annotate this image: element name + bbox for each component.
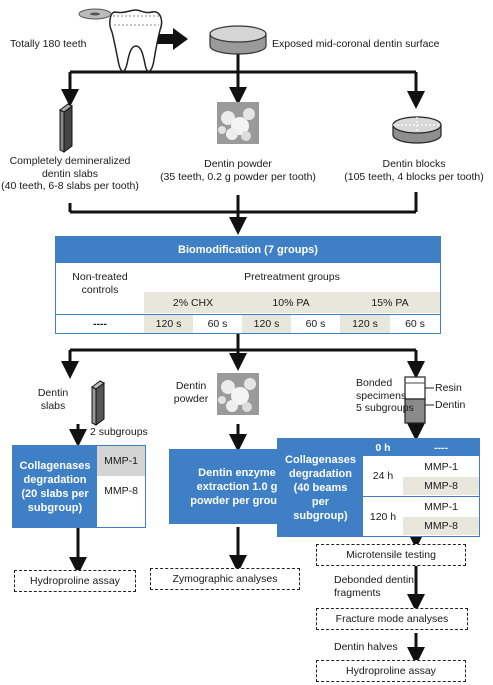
t24-mmp1: MMP-1 [424,461,458,473]
control-value: ---- [93,318,107,330]
t0-label: 0 h [375,441,391,454]
blocks-disc-icon [392,116,442,144]
biomodification-title: Biomodification (7 groups) [56,237,440,263]
mmp8-cell: MMP-8 [104,485,138,497]
dentin-label: Dentin [435,399,466,411]
time-cell: 120 s [242,315,291,333]
mmp1-cell: MMP-1 [97,446,145,476]
resin-label: Resin [435,382,462,394]
microtensile-box: Microtensile testing [316,544,466,566]
time-cell: 120 s [340,315,390,333]
slab-icon [59,103,73,153]
agent-chx: 2% CHX [172,296,214,309]
time-cell: 60 s [405,318,425,330]
powder-image [217,102,259,144]
subgroups-label: 2 subgroups [90,426,148,438]
t120-mmp8: MMP-8 [403,517,479,535]
agent-pa15: 15% PA [371,296,409,309]
halves-label: Dentin halves [334,641,398,653]
tooth-icon [78,8,163,72]
powder-image-lower [217,373,259,415]
time-cell: 60 s [207,318,228,330]
t120-label: 120 h [369,510,397,523]
bonded-specimen-icon [404,376,434,424]
hydroxyproline-right-box: Hydroproline assay [316,660,466,682]
time-cell: 120 s [144,315,193,333]
t0-row [363,439,479,456]
agent-pa10: 10% PA [272,296,310,309]
zymographic-box: Zymographic analyses [150,568,300,590]
time-cell: 60 s [305,318,326,330]
t24-label: 24 h [372,470,394,482]
powder-branch-label: Dentin powder(35 teeth, 0.2 g powder per… [160,158,316,183]
lower-slab-icon [91,380,105,426]
t24-mmp8: MMP-8 [403,477,479,495]
surface-label: Exposed mid-coronal dentin surface [272,38,440,50]
fracture-box: Fracture mode analyses [316,608,468,630]
disc-icon [209,25,267,55]
blocks-branch-label: Dentin blocks(105 teeth, 4 blocks per to… [344,158,484,183]
hydroxyproline-left-box: Hydroproline assay [14,570,136,592]
t0-value: ---- [434,441,448,454]
teeth-label: Totally 180 teeth [10,38,87,50]
t120-mmp1: MMP-1 [424,501,458,513]
pretreatment-title: Pretreatment groups [244,271,340,283]
